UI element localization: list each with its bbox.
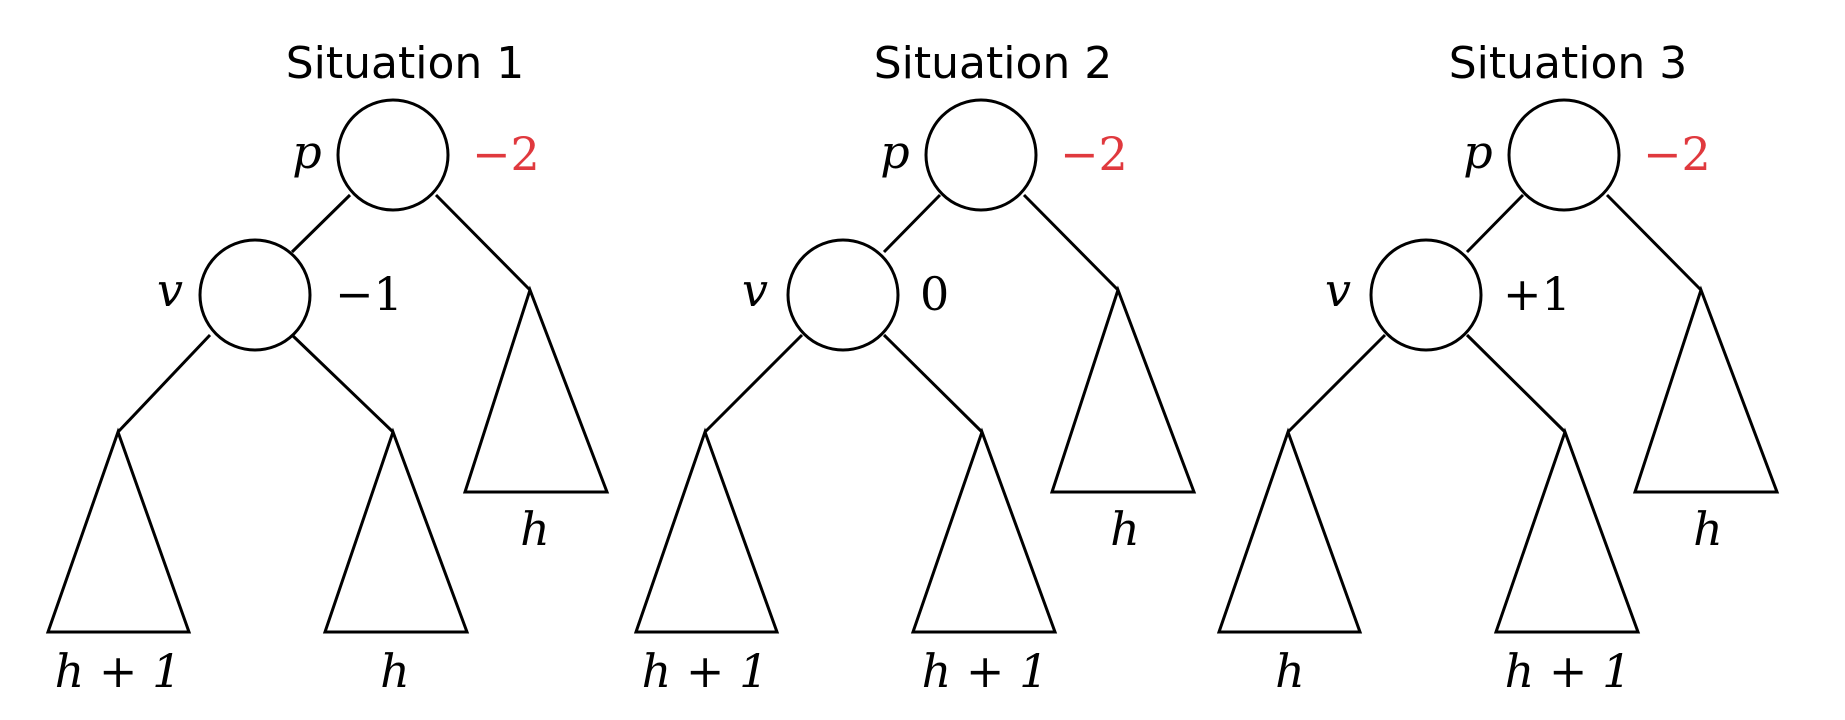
node-p-balance: −2 [1643, 127, 1711, 181]
node-p-label: p [880, 125, 909, 179]
edge-p-v [882, 193, 942, 254]
edge-v-left [703, 333, 804, 434]
node-v-label: v [742, 263, 768, 317]
edge-v-left [1286, 333, 1387, 434]
subtree-v-left [45, 427, 192, 634]
subtree-v-left [1216, 427, 1363, 634]
edge-p-v [290, 193, 352, 254]
node-p [924, 98, 1038, 212]
edge-v-right [290, 333, 395, 434]
subtree-v-right-height: h + 1 [1505, 644, 1632, 698]
node-p [336, 98, 450, 212]
situation-2: Situation 2 p −2 v 0 h h + 1 h + 1 [633, 38, 1197, 698]
subtree-v-left-height: h + 1 [55, 644, 182, 698]
node-v [198, 238, 312, 352]
node-v-balance: +1 [1503, 267, 1571, 321]
node-v-label: v [1325, 263, 1351, 317]
edge-v-right [882, 333, 984, 434]
node-v-balance: 0 [920, 267, 949, 321]
node-v-balance: −1 [335, 267, 403, 321]
subtree-v-left-height: h [1275, 644, 1305, 698]
node-p [1507, 98, 1621, 212]
edge-v-right [1465, 333, 1567, 434]
edge-v-left [116, 333, 212, 434]
node-p-label: p [1463, 125, 1492, 179]
subtree-v-right [322, 427, 470, 634]
edge-p-v [1465, 193, 1525, 254]
situation-1: Situation 1 p −2 v −1 h h + 1 h [45, 38, 610, 698]
subtree-right-height: h [1693, 502, 1723, 556]
situation-title: Situation 1 [286, 38, 525, 89]
subtree-right [462, 285, 610, 494]
node-v [786, 238, 900, 352]
edge-p-right [434, 193, 532, 292]
edge-p-right [1022, 193, 1120, 292]
subtree-right [1632, 285, 1780, 494]
node-p-balance: −2 [472, 127, 540, 181]
subtree-v-right-height: h [380, 644, 410, 698]
situation-title: Situation 3 [1449, 38, 1688, 89]
subtree-v-right [1493, 427, 1641, 634]
subtree-v-left [633, 427, 780, 634]
subtree-v-right-height: h + 1 [922, 644, 1049, 698]
subtree-right-height: h [1110, 502, 1140, 556]
subtree-v-left-height: h + 1 [642, 644, 769, 698]
node-v-label: v [157, 263, 183, 317]
subtree-v-right [910, 427, 1058, 634]
situation-title: Situation 2 [874, 38, 1113, 89]
node-v [1369, 238, 1483, 352]
subtree-right-height: h [520, 502, 550, 556]
situation-3: Situation 3 p −2 v +1 h h h + 1 [1216, 38, 1780, 698]
subtree-right [1049, 285, 1197, 494]
node-p-label: p [292, 125, 321, 179]
edge-p-right [1605, 193, 1703, 292]
node-p-balance: −2 [1060, 127, 1128, 181]
